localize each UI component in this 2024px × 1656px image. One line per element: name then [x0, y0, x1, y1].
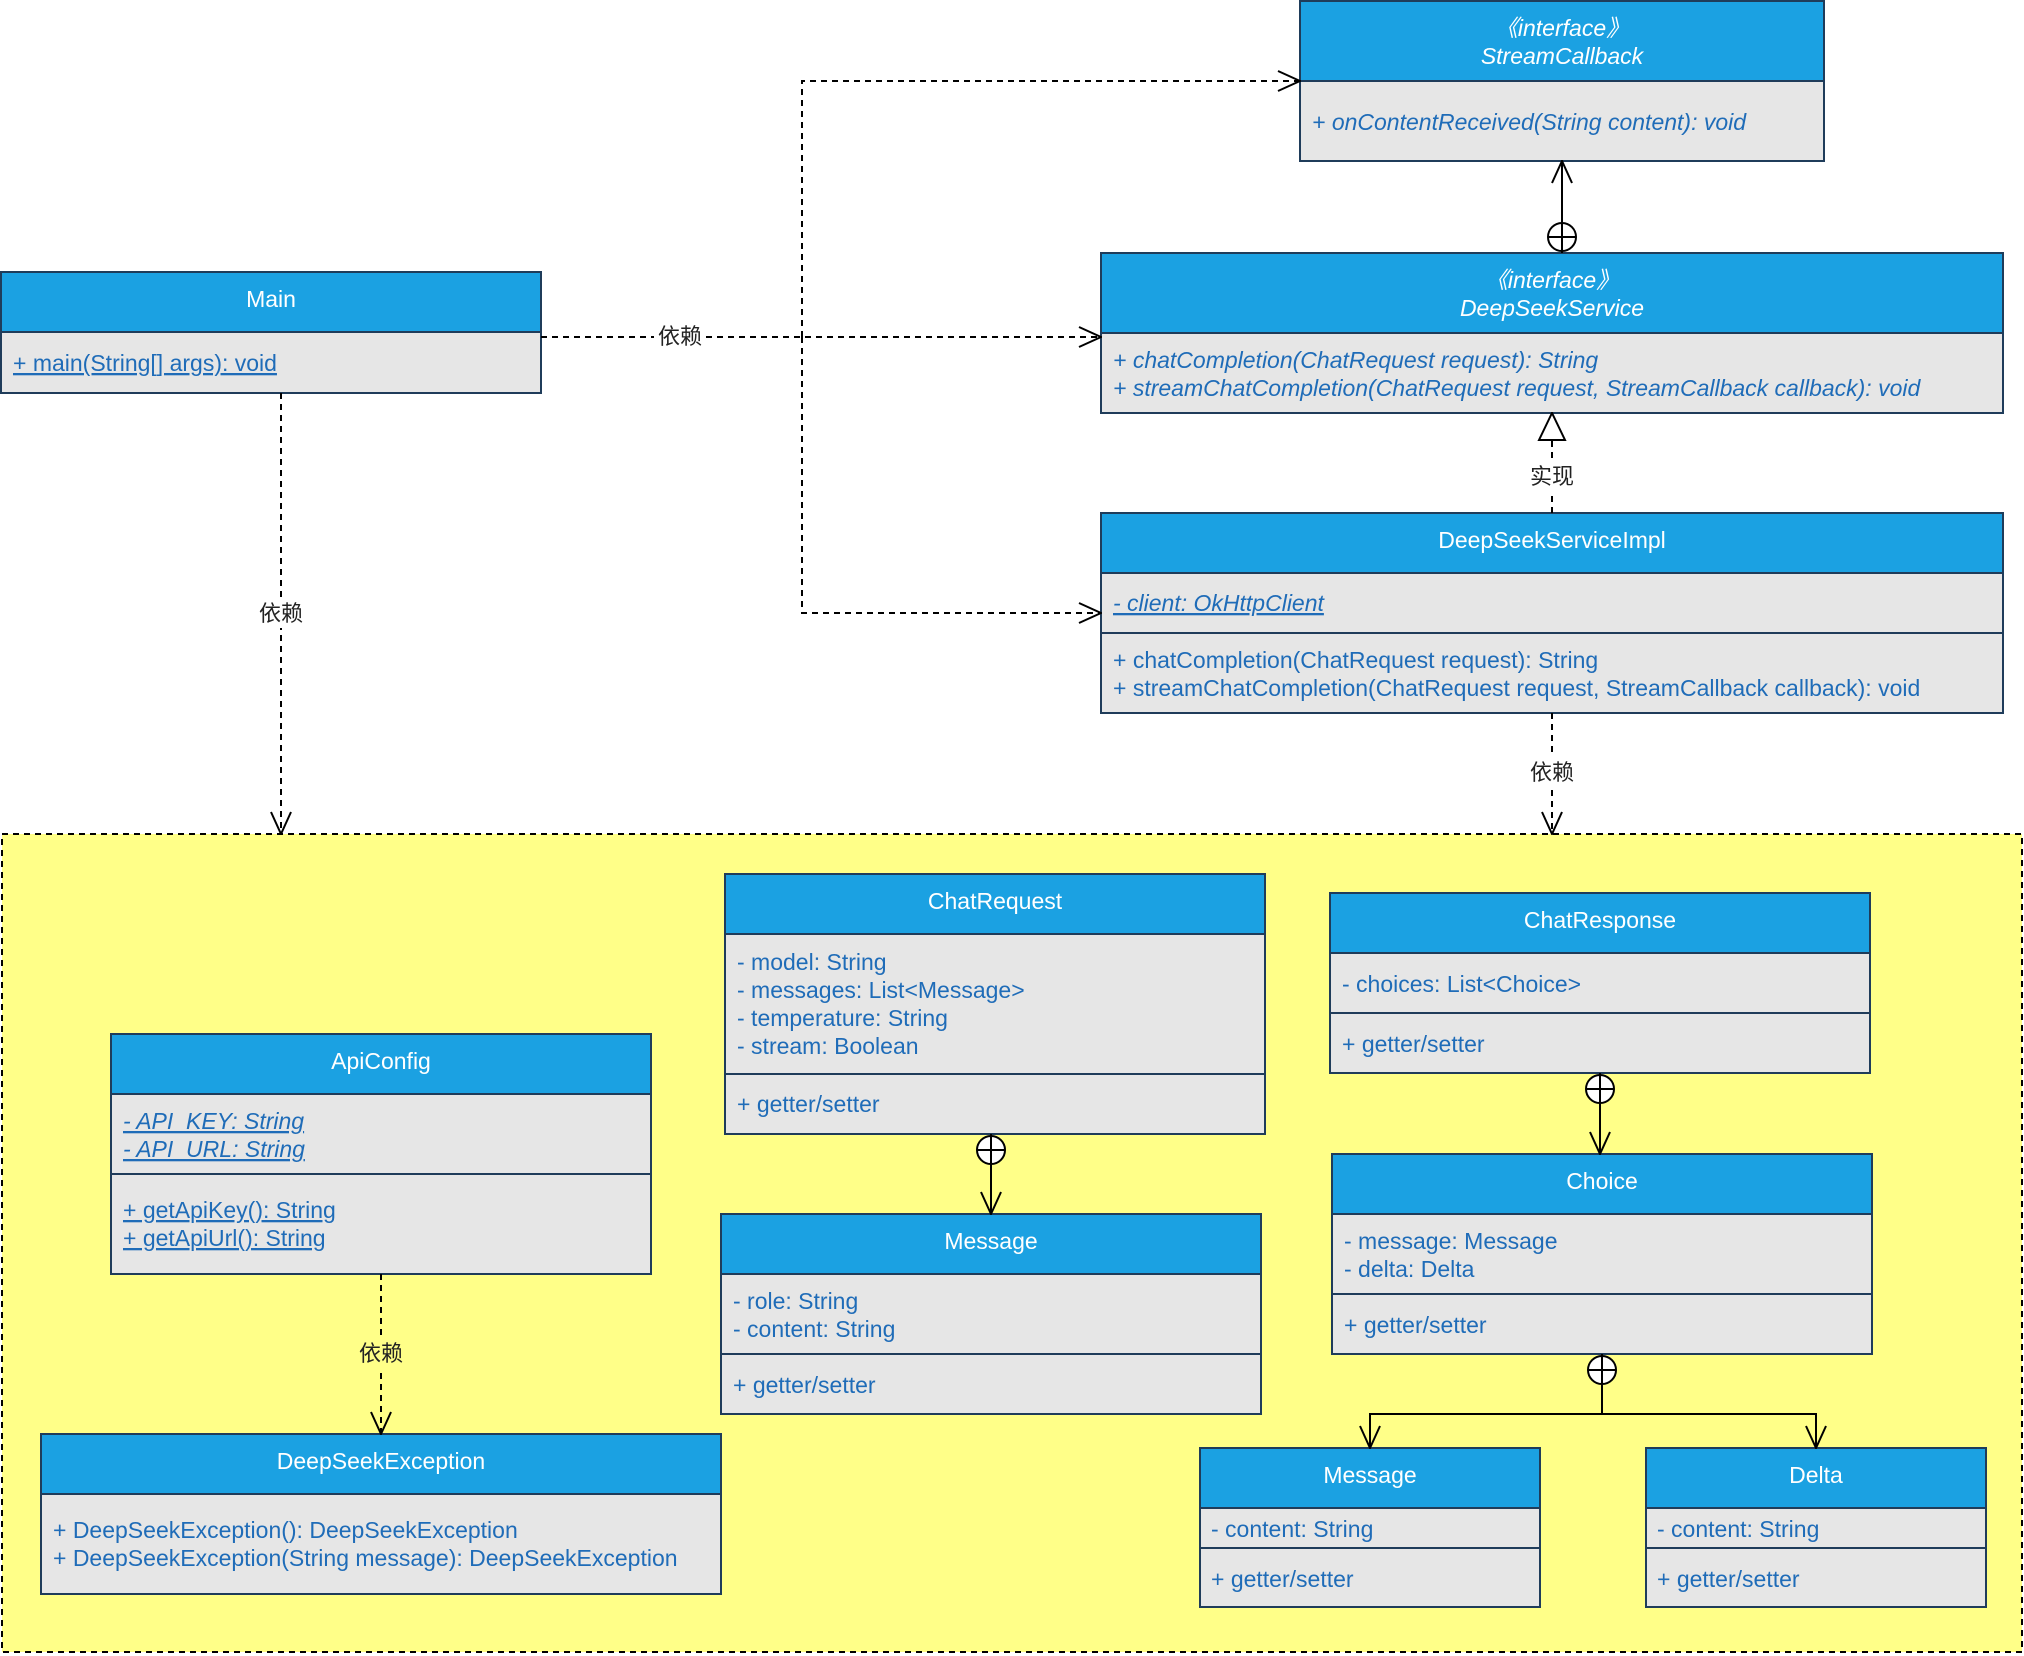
class-choice-message[interactable]: Message - content: String + getter/sette… [1199, 1447, 1541, 1608]
method: + streamChatCompletion(ChatRequest reque… [1113, 375, 1921, 401]
class-delta[interactable]: Delta - content: String + getter/setter [1645, 1447, 1987, 1608]
class-choice[interactable]: Choice - message: Message - delta: Delta… [1331, 1153, 1873, 1355]
method: + chatCompletion(ChatRequest request): S… [1113, 347, 1598, 373]
field: - choices: List<Choice> [1342, 971, 1581, 997]
method: + getter/setter [1342, 1031, 1485, 1057]
method: + getter/setter [737, 1091, 880, 1117]
field: - delta: Delta [1344, 1256, 1475, 1282]
static-field: - API_URL: String [123, 1136, 305, 1162]
class-main[interactable]: Main + main(String[] args): void [0, 271, 542, 394]
class-api-config[interactable]: ApiConfig - API_KEY: String - API_URL: S… [110, 1033, 652, 1275]
method: + streamChatCompletion(ChatRequest reque… [1113, 675, 1920, 701]
method: + onContentReceived(String content): voi… [1312, 109, 1747, 135]
class-deepseek-exception[interactable]: DeepSeekException + DeepSeekException():… [40, 1433, 722, 1595]
nesting-choice-delta [1602, 1413, 1816, 1448]
static-method: + main(String[] args): void [13, 350, 277, 376]
class-name: Delta [1789, 1462, 1843, 1488]
relation-label: 实现 [1530, 464, 1574, 489]
relation-label: 依赖 [259, 601, 303, 626]
static-field: - client: OkHttpClient [1113, 590, 1326, 616]
method: + getter/setter [1211, 1566, 1354, 1592]
method: + chatCompletion(ChatRequest request): S… [1113, 647, 1598, 673]
class-name: DeepSeekService [1460, 295, 1644, 321]
static-method: + getApiKey(): String [123, 1197, 336, 1223]
field: - content: String [1211, 1516, 1373, 1542]
method: + getter/setter [733, 1372, 876, 1398]
dependency-main-to-callback [801, 81, 1300, 337]
method: + getter/setter [1344, 1312, 1487, 1338]
class-name: Main [246, 286, 296, 312]
class-name: StreamCallback [1481, 43, 1645, 69]
static-method: + getApiUrl(): String [123, 1225, 326, 1251]
class-chat-response[interactable]: ChatResponse - choices: List<Choice> + g… [1329, 892, 1871, 1074]
field: - message: Message [1344, 1228, 1557, 1254]
relation-label: 依赖 [658, 324, 702, 349]
class-name: Message [1323, 1462, 1416, 1488]
class-name: DeepSeekServiceImpl [1438, 527, 1666, 553]
method: + getter/setter [1657, 1566, 1800, 1592]
class-name: Choice [1566, 1168, 1638, 1194]
constructor: + DeepSeekException(): DeepSeekException [53, 1517, 518, 1543]
class-name: ChatResponse [1524, 907, 1676, 933]
class-name: ApiConfig [331, 1048, 431, 1074]
field: - stream: Boolean [737, 1033, 919, 1059]
relation-label: 依赖 [359, 1341, 403, 1366]
class-name: DeepSeekException [277, 1448, 485, 1474]
field: - content: String [1657, 1516, 1819, 1542]
class-chat-request[interactable]: ChatRequest - model: String - messages: … [724, 873, 1266, 1135]
class-deepseek-service-impl[interactable]: DeepSeekServiceImpl - client: OkHttpClie… [1100, 512, 2004, 714]
class-deepseek-service[interactable]: 《interface》 DeepSeekService + chatComple… [1100, 252, 2004, 414]
stereotype-label: 《interface》 [1485, 267, 1619, 293]
stereotype-label: 《interface》 [1495, 15, 1629, 41]
class-name: Message [944, 1228, 1037, 1254]
constructor: + DeepSeekException(String message): Dee… [53, 1545, 678, 1571]
field: - model: String [737, 949, 887, 975]
relation-label: 依赖 [1530, 760, 1574, 785]
class-message[interactable]: Message - role: String - content: String… [720, 1213, 1262, 1415]
class-name: ChatRequest [928, 888, 1063, 914]
field: - messages: List<Message> [737, 977, 1025, 1003]
field: - content: String [733, 1316, 895, 1342]
field: - role: String [733, 1288, 858, 1314]
static-field: - API_KEY: String [123, 1108, 304, 1134]
field: - temperature: String [737, 1005, 948, 1031]
dependency-main-to-impl [801, 337, 1101, 613]
class-stream-callback[interactable]: 《interface》 StreamCallback + onContentRe… [1299, 0, 1825, 162]
